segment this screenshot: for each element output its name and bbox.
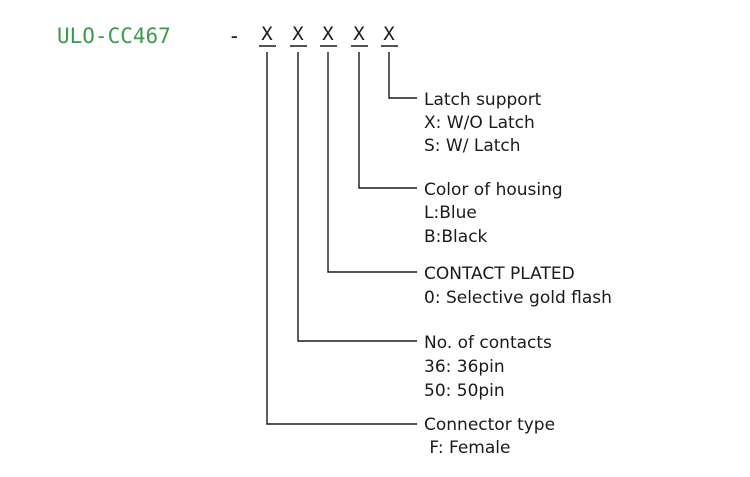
field-connector-type: Connector type F: Female	[424, 415, 555, 458]
field-option: X: W/O Latch	[424, 113, 535, 133]
leader-contact-plated	[327, 52, 417, 273]
part-number-separator: -	[228, 24, 241, 48]
field-option: 36: 36pin	[424, 357, 505, 377]
field-option: 0: Selective gold flash	[424, 288, 612, 308]
field-title-color-of-housing: Color of housing	[424, 180, 563, 200]
field-option: B:Black	[424, 227, 488, 247]
field-color-of-housing: Color of housing L:Blue B:Black	[424, 180, 563, 247]
leader-latch-support	[388, 52, 417, 99]
field-title-connector-type: Connector type	[424, 415, 555, 435]
field-title-latch-support: Latch support	[424, 90, 542, 110]
field-contact-plated: CONTACT PLATED 0: Selective gold flash	[424, 264, 612, 308]
field-latch-support: Latch support X: W/O Latch S: W/ Latch	[424, 90, 542, 156]
field-no-of-contacts: No. of contacts 36: 36pin 50: 50pin	[424, 333, 552, 401]
leader-no-of-contacts	[297, 52, 417, 342]
field-option: F: Female	[424, 438, 510, 458]
field-option: 50: 50pin	[424, 381, 505, 401]
field-title-no-of-contacts: No. of contacts	[424, 333, 552, 353]
placeholder-color-of-housing: X	[353, 23, 365, 45]
field-option: S: W/ Latch	[424, 136, 521, 156]
placeholder-no-of-contacts: X	[292, 23, 304, 45]
placeholder-connector-type: X	[261, 23, 273, 45]
field-option: L:Blue	[424, 203, 477, 223]
leader-lines	[266, 52, 417, 425]
part-number-prefix: ULO-CC467	[57, 24, 171, 48]
field-title-contact-plated: CONTACT PLATED	[424, 264, 575, 284]
placeholder-latch-support: X	[383, 23, 395, 45]
leader-connector-type	[266, 52, 417, 425]
leader-color-of-housing	[358, 52, 417, 189]
placeholder-contact-plated: X	[322, 23, 334, 45]
